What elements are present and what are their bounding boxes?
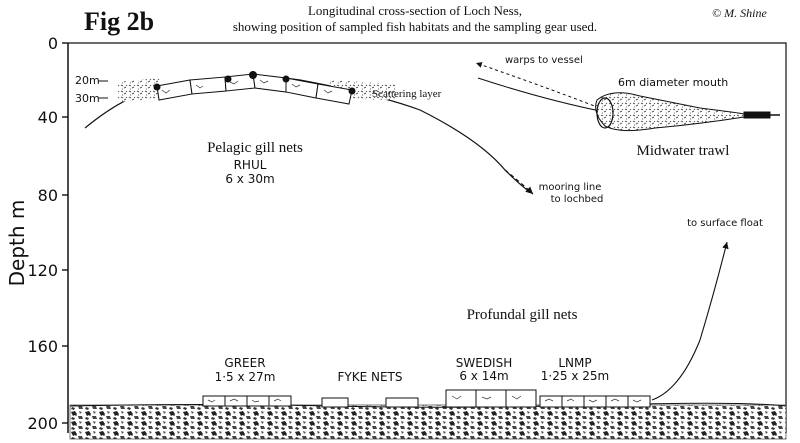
greer-label: GREER xyxy=(224,356,265,370)
figure-title-line2: showing position of sampled fish habitat… xyxy=(233,19,597,34)
trawl-net-body xyxy=(595,92,745,132)
plot-frame xyxy=(68,42,787,433)
lochbed-surface xyxy=(69,402,787,408)
trawl-codend xyxy=(743,111,771,119)
mooring-line xyxy=(504,169,534,195)
y-tick-label: 200 xyxy=(27,414,58,433)
swedish-label: SWEDISH xyxy=(456,356,512,370)
net-panel xyxy=(539,395,563,408)
figure-label: Fig 2b xyxy=(84,7,154,36)
net-panel xyxy=(445,389,477,408)
surface-float-label: to surface float xyxy=(687,218,763,229)
net-panel xyxy=(224,395,248,407)
float xyxy=(282,75,290,83)
scattering-layer-label: Scattering layer xyxy=(372,88,442,100)
lochbed-gravel xyxy=(69,404,787,440)
net-panel xyxy=(561,395,585,408)
net-floats xyxy=(153,71,356,95)
midwater-trawl-title: Midwater trawl xyxy=(637,143,730,159)
greer-size: 1·5 x 27m xyxy=(215,370,276,384)
mooring-label-line1: mooring line xyxy=(539,182,602,193)
lnmp-size: 1·25 x 25m xyxy=(541,369,609,383)
y-axis-label: Depth m xyxy=(5,200,29,287)
mooring-label-line2: to lochbed xyxy=(551,194,604,205)
rhul-label: RHUL xyxy=(234,158,267,172)
trawl-warp-lower xyxy=(477,77,606,113)
net-panel xyxy=(268,395,292,407)
depth-label-20m: 20m xyxy=(75,74,100,87)
scattering-layer-left xyxy=(118,78,160,102)
net-panel xyxy=(285,77,319,99)
warps-label: warps to vessel xyxy=(505,55,583,66)
fyke-net xyxy=(321,397,349,408)
float xyxy=(153,83,161,91)
pelagic-net-panels xyxy=(156,73,353,105)
net-panel xyxy=(605,395,629,408)
float xyxy=(249,71,257,79)
float xyxy=(348,87,356,95)
fyke-net xyxy=(385,397,419,408)
y-tick-label: 160 xyxy=(27,337,58,356)
copyright-signature: © M. Shine xyxy=(712,6,767,20)
net-panel xyxy=(189,76,227,95)
pelagic-title: Pelagic gill nets xyxy=(207,140,303,156)
profundal-title: Profundal gill nets xyxy=(467,307,578,323)
y-tick-label: 40 xyxy=(38,108,58,127)
trawl-warp-upper xyxy=(475,62,606,111)
depth-label-30m: 30m xyxy=(75,92,100,105)
swedish-size: 6 x 14m xyxy=(459,369,508,383)
net-mesh-scribbles xyxy=(161,79,642,403)
trawl-mouth-label: 6m diameter mouth xyxy=(618,76,728,89)
y-tick-label: 120 xyxy=(27,261,58,280)
y-axis-ticks xyxy=(62,42,68,424)
surface-float-line xyxy=(651,241,729,401)
y-tick-label: 80 xyxy=(38,186,58,205)
net-panel xyxy=(505,389,537,408)
y-tick-label: 0 xyxy=(48,34,58,53)
fyke-label: FYKE NETS xyxy=(337,370,402,384)
profundal-nets xyxy=(202,389,651,408)
lnmp-label: LNMP xyxy=(558,356,591,370)
net-panel xyxy=(583,395,607,408)
net-panel xyxy=(315,83,353,105)
trawl-mouth xyxy=(596,97,614,129)
net-panel xyxy=(252,73,287,93)
figure-title-line1: Longitudinal cross-section of Loch Ness, xyxy=(308,3,522,18)
rhul-size: 6 x 30m xyxy=(225,172,274,186)
net-panel xyxy=(475,389,507,408)
float xyxy=(224,75,232,83)
net-panel xyxy=(627,395,651,408)
